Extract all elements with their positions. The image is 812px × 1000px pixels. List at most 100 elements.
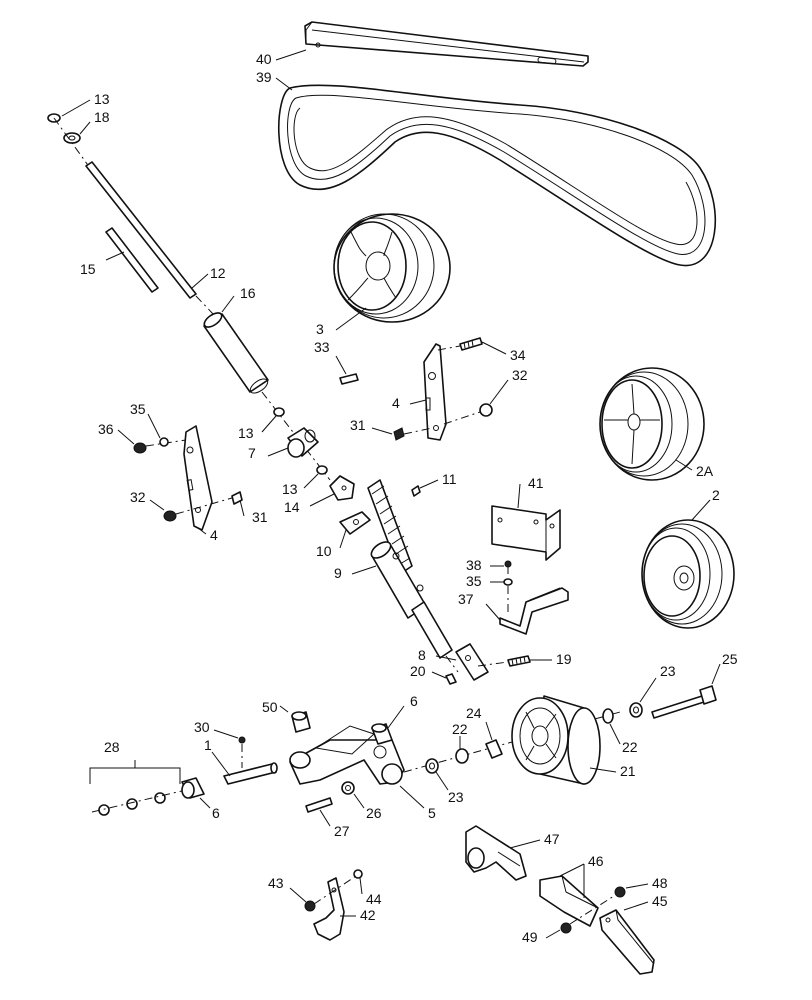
part-31-bolt-right (393, 427, 405, 441)
callout-44: 44 (366, 891, 382, 907)
callout-32-right: 32 (512, 367, 528, 383)
callout-32-left: 32 (130, 489, 146, 505)
part-26-bushing (341, 781, 355, 795)
part-23-washer-right (629, 702, 643, 718)
part-14-bracket (329, 475, 355, 501)
part-2A-pulley (599, 367, 705, 481)
callout-18: 18 (94, 109, 110, 125)
part-1-shaft (223, 762, 278, 785)
callout-21: 21 (620, 763, 636, 779)
part-5-arm (289, 725, 405, 785)
callout-26: 26 (366, 805, 382, 821)
callout-23-right: 23 (660, 663, 676, 679)
callout-37: 37 (458, 591, 474, 607)
callout-23-left: 23 (448, 789, 464, 805)
part-41-bracket (491, 505, 561, 561)
callout-28: 28 (104, 739, 120, 755)
callout-49: 49 (522, 929, 538, 945)
part-48-bolt (614, 886, 626, 898)
callout-16: 16 (240, 285, 256, 301)
part-31-bolt-left (231, 491, 243, 505)
part-24-bushing (485, 739, 503, 759)
part-15-pin (105, 227, 159, 293)
callout-45: 45 (652, 893, 668, 909)
callout-15: 15 (80, 261, 96, 277)
callout-13-top: 13 (94, 91, 110, 107)
callout-13-mid: 13 (238, 425, 254, 441)
part-22-ring-left (455, 748, 469, 764)
part-10-plate (339, 511, 371, 535)
part-12-shaft (85, 161, 197, 299)
callout-39: 39 (256, 69, 272, 85)
part-32-nut-right (479, 403, 493, 417)
part-30-grease-fitting (238, 736, 246, 744)
part-22-ring-right (602, 708, 614, 724)
callout-20: 20 (410, 663, 426, 679)
part-6-bushing-left (181, 777, 205, 799)
callout-25: 25 (722, 651, 738, 667)
callout-7: 7 (248, 445, 256, 461)
callout-43: 43 (268, 875, 284, 891)
callout-34: 34 (510, 347, 526, 363)
callout-4-right: 4 (392, 395, 400, 411)
callout-31-right: 31 (350, 417, 366, 433)
callout-48: 48 (652, 875, 668, 891)
part-42-bracket (313, 877, 345, 941)
part-25-bolt (651, 685, 717, 719)
callout-9: 9 (334, 565, 342, 581)
callout-8: 8 (418, 647, 426, 663)
part-11-pin (411, 485, 421, 497)
callout-22-right: 22 (622, 739, 638, 755)
part-37-rod (499, 587, 569, 635)
part-33-pin (339, 373, 359, 385)
part-3-pulley (333, 213, 451, 323)
callout-6-right: 6 (410, 693, 418, 709)
callout-2: 2 (712, 487, 720, 503)
callout-27: 27 (334, 823, 350, 839)
part-6-bushing-right (371, 723, 393, 745)
callout-35-left: 35 (130, 401, 146, 417)
callout-11: 11 (442, 471, 457, 487)
part-9-cylinder (370, 541, 453, 659)
part-19-bolt (507, 655, 531, 667)
part-23-washer-left (425, 758, 439, 774)
callout-4-left: 4 (210, 527, 218, 543)
callout-1: 1 (204, 737, 212, 753)
part-35-washer-right (503, 578, 513, 586)
callout-30: 30 (194, 719, 210, 735)
callout-13-low: 13 (282, 481, 298, 497)
part-46-block (539, 875, 599, 927)
callout-40: 40 (256, 51, 272, 67)
part-43-bolt (304, 900, 316, 912)
callout-24: 24 (466, 705, 482, 721)
callout-5: 5 (428, 805, 436, 821)
callout-36: 36 (98, 421, 114, 437)
callout-42: 42 (360, 907, 376, 923)
part-21-wheel (511, 695, 601, 785)
part-2-pulley (641, 519, 735, 629)
callout-14: 14 (284, 499, 300, 515)
callout-2A: 2A (696, 463, 714, 479)
callout-10: 10 (316, 543, 332, 559)
part-13-nut-mid (273, 407, 285, 417)
part-4-plate-right (423, 343, 447, 441)
callout-46: 46 (588, 853, 604, 869)
part-39-belt (278, 84, 717, 267)
callout-31-left: 31 (252, 509, 268, 525)
callout-35-right: 35 (466, 573, 482, 589)
callout-3: 3 (316, 321, 324, 337)
part-20-pin (445, 673, 457, 685)
callout-47: 47 (544, 831, 560, 847)
part-36-nut (133, 442, 147, 454)
part-44-nut (353, 869, 363, 879)
part-47-arm (465, 825, 527, 881)
part-38-screw (504, 560, 512, 574)
callout-19: 19 (556, 651, 572, 667)
part-35-washer-left (159, 437, 169, 447)
part-28-washer-set (89, 760, 181, 816)
part-49-nut (560, 922, 572, 934)
part-40-guard (304, 21, 589, 67)
part-8-fitting (455, 643, 489, 681)
part-16-tube (203, 312, 269, 394)
